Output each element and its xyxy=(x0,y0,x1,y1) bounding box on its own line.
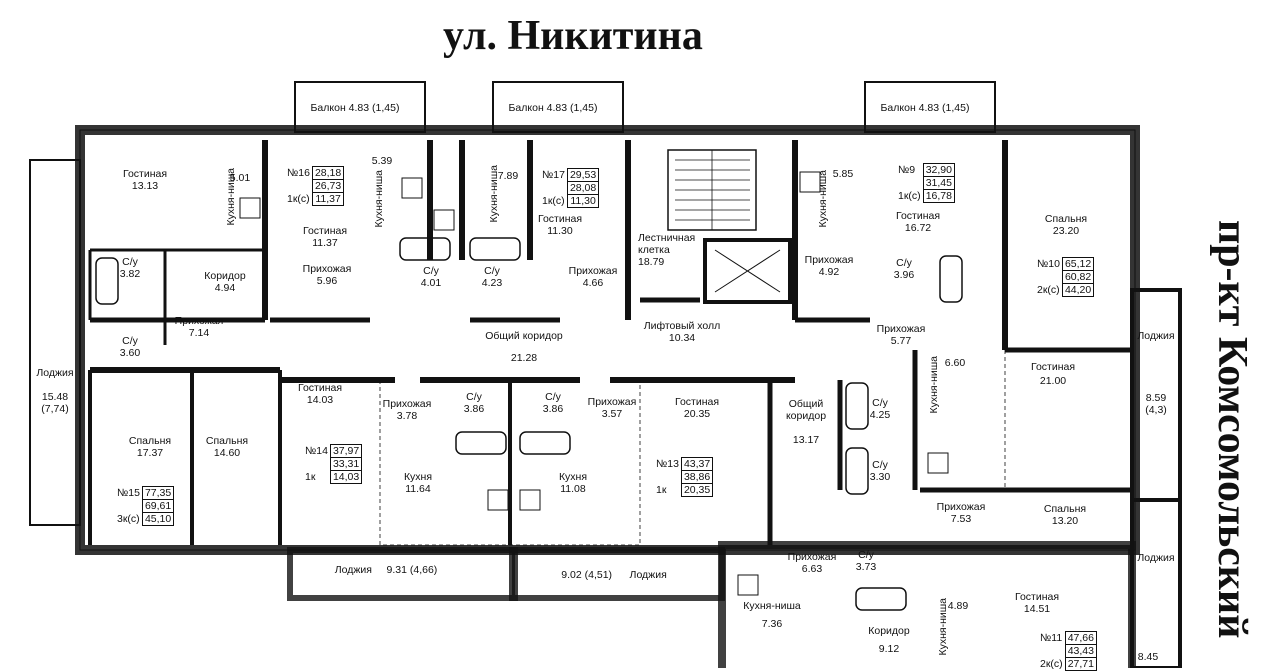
room-area: 8.45 xyxy=(1137,651,1159,663)
street-name-right: пр-кт Комсомольский xyxy=(1209,220,1255,639)
room-area: 5.01 xyxy=(229,172,251,184)
loggia-label: Лоджия xyxy=(1137,552,1175,564)
room-area: 5.85 xyxy=(832,168,854,180)
street-name-top: ул. Никитина xyxy=(443,13,703,59)
room-label: Кухня-ниша xyxy=(928,356,940,414)
balcony-1: Балкон 4.83 (1,45) xyxy=(310,102,400,114)
room-label: Кухня-ниша xyxy=(373,170,385,228)
balcony-2: Балкон 4.83 (1,45) xyxy=(508,102,598,114)
room-area: 6.60 xyxy=(944,357,966,369)
room-area: 4.89 xyxy=(947,600,969,612)
loggia-label: Лоджия 9.31 (4,66) xyxy=(334,564,438,576)
room-area: 7.89 xyxy=(497,170,519,182)
room-area: 5.39 xyxy=(371,155,393,167)
loggia-label: 9.02 (4,51) Лоджия xyxy=(561,569,667,581)
room-label: Кухня-ниша xyxy=(817,170,829,228)
balcony-3: Балкон 4.83 (1,45) xyxy=(880,102,970,114)
